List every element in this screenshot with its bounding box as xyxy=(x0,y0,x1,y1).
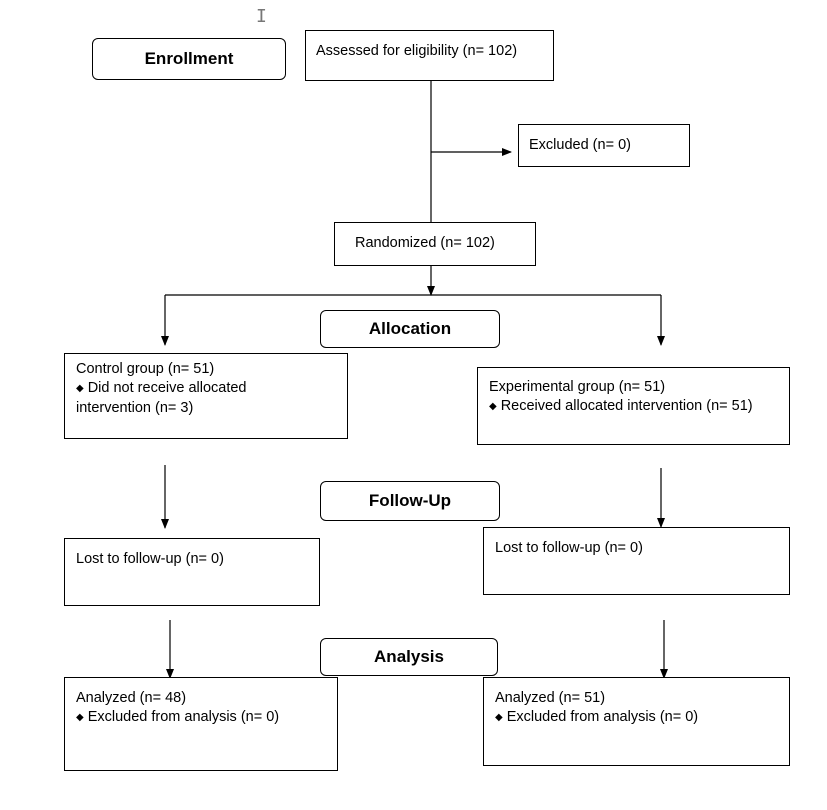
control-bullet-item: ◆Did not receive allocated xyxy=(76,379,337,399)
stage-follow-up: Follow-Up xyxy=(320,481,500,521)
experimental-bullet-item: ◆Received allocated intervention (n= 51) xyxy=(489,397,779,417)
assessed-text: Assessed for eligibility (n= 102) xyxy=(316,43,518,59)
control-lost-text: Lost to follow-up (n= 0) xyxy=(76,551,224,567)
diamond-bullet-icon: ◆ xyxy=(76,383,84,394)
control-excluded-analysis-text: Excluded from analysis (n= 0) xyxy=(87,709,280,725)
stage-analysis: Analysis xyxy=(320,638,498,676)
diamond-bullet-icon: ◆ xyxy=(495,712,503,723)
control-analyzed-text: Analyzed (n= 48) xyxy=(76,690,187,706)
experimental-lost-box: Lost to follow-up (n= 0) xyxy=(483,527,790,595)
experimental-lost-text: Lost to follow-up (n= 0) xyxy=(495,540,643,556)
experimental-analyzed-text: Analyzed (n= 51) xyxy=(495,690,606,706)
experimental-group-box: Experimental group (n= 51) ◆Received all… xyxy=(477,367,790,445)
control-excluded-item: ◆Excluded from analysis (n= 0) xyxy=(76,708,327,728)
stage-enrollment-label: Enrollment xyxy=(144,49,234,68)
stage-allocation: Allocation xyxy=(320,310,500,348)
stage-allocation-label: Allocation xyxy=(368,319,452,338)
experimental-group-title: Experimental group (n= 51) xyxy=(489,379,666,395)
control-lost-box: Lost to follow-up (n= 0) xyxy=(64,538,320,606)
stage-analysis-label: Analysis xyxy=(374,647,444,666)
stage-follow-up-label: Follow-Up xyxy=(368,491,452,510)
stage-enrollment: Enrollment xyxy=(92,38,286,80)
control-group-title: Control group (n= 51) xyxy=(76,361,215,377)
randomized-text: Randomized (n= 102) xyxy=(355,235,495,251)
control-bullet-text: Did not receive allocated xyxy=(87,380,247,396)
diamond-bullet-icon: ◆ xyxy=(489,401,497,412)
randomized-box: Randomized (n= 102) xyxy=(334,222,536,266)
assessed-box: Assessed for eligibility (n= 102) xyxy=(305,30,554,81)
control-bullet-continuation: intervention (n= 3) xyxy=(76,400,194,416)
excluded-box: Excluded (n= 0) xyxy=(518,124,690,167)
control-analysis-box: Analyzed (n= 48) ◆Excluded from analysis… xyxy=(64,677,338,771)
experimental-bullet-text: Received allocated intervention (n= 51) xyxy=(500,398,753,414)
experimental-analysis-box: Analyzed (n= 51) ◆Excluded from analysis… xyxy=(483,677,790,766)
diamond-bullet-icon: ◆ xyxy=(76,712,84,723)
excluded-text: Excluded (n= 0) xyxy=(529,137,631,153)
text-cursor-icon: I xyxy=(256,6,267,27)
control-group-box: Control group (n= 51) ◆Did not receive a… xyxy=(64,353,348,439)
experimental-excluded-analysis-text: Excluded from analysis (n= 0) xyxy=(506,709,699,725)
experimental-excluded-item: ◆Excluded from analysis (n= 0) xyxy=(495,708,779,728)
